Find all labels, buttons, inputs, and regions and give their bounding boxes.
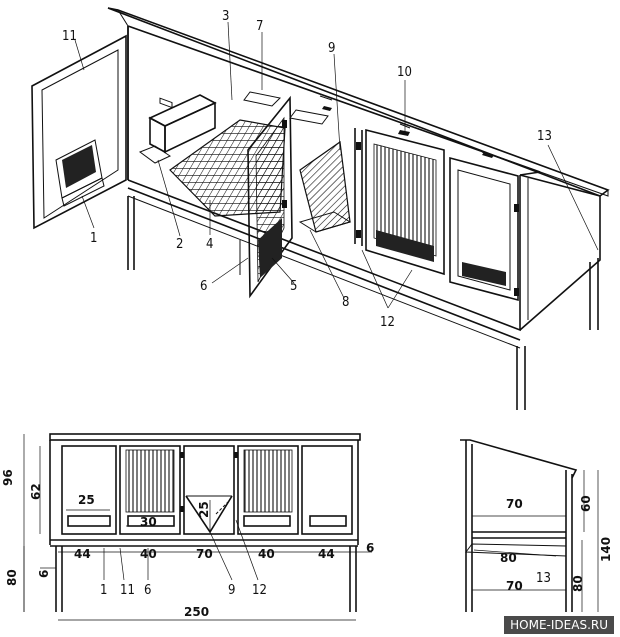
ref-11: 11 xyxy=(120,583,135,598)
dim-40: 40 xyxy=(140,547,157,561)
front-view: 96 62 25 30 25 80 6 44 40 70 40 44 6 250… xyxy=(1,433,374,621)
dim-44b: 44 xyxy=(318,547,335,561)
side-dim-60: 60 xyxy=(579,495,593,512)
label-5: 5 xyxy=(290,279,297,294)
label-9: 9 xyxy=(328,41,335,56)
label-13: 13 xyxy=(537,129,552,144)
watermark: HOME-IDEAS.RU xyxy=(504,616,614,634)
dim-30: 30 xyxy=(140,515,157,529)
label-10: 10 xyxy=(397,65,412,80)
dim-250: 250 xyxy=(184,605,209,619)
ref-12: 12 xyxy=(252,583,267,598)
label-11: 11 xyxy=(62,29,77,44)
label-6: 6 xyxy=(200,279,207,294)
dim-44: 44 xyxy=(74,547,91,561)
dim-96: 96 xyxy=(1,469,15,486)
ref-6: 6 xyxy=(144,583,151,598)
side-view: 70 60 140 80 80 70 13 xyxy=(460,439,613,612)
side-dim-80b: 80 xyxy=(571,575,585,592)
label-2: 2 xyxy=(176,237,183,252)
ref-9: 9 xyxy=(228,583,235,598)
dim-80: 80 xyxy=(5,569,19,586)
label-7: 7 xyxy=(256,19,263,34)
side-dim-80: 80 xyxy=(500,551,517,565)
side-dim-70: 70 xyxy=(506,497,523,511)
dim-6-right: 6 xyxy=(366,541,374,555)
dim-25b: 25 xyxy=(197,501,211,518)
dim-40b: 40 xyxy=(258,547,275,561)
label-3: 3 xyxy=(222,9,229,24)
dim-6-left: 6 xyxy=(37,570,51,578)
isometric-view: 11 3 7 9 10 13 1 2 4 6 5 8 12 xyxy=(31,7,610,410)
label-1: 1 xyxy=(90,231,97,246)
ref-1: 1 xyxy=(100,583,107,598)
side-dim-140: 140 xyxy=(599,537,613,562)
side-ref-13: 13 xyxy=(536,571,551,586)
label-4: 4 xyxy=(206,237,213,252)
dim-25: 25 xyxy=(78,493,95,507)
roof-front xyxy=(116,9,609,197)
dim-70: 70 xyxy=(196,547,213,561)
label-8: 8 xyxy=(342,295,349,310)
label-12: 12 xyxy=(380,315,395,330)
dim-62: 62 xyxy=(29,483,43,500)
side-dim-70b: 70 xyxy=(506,579,523,593)
